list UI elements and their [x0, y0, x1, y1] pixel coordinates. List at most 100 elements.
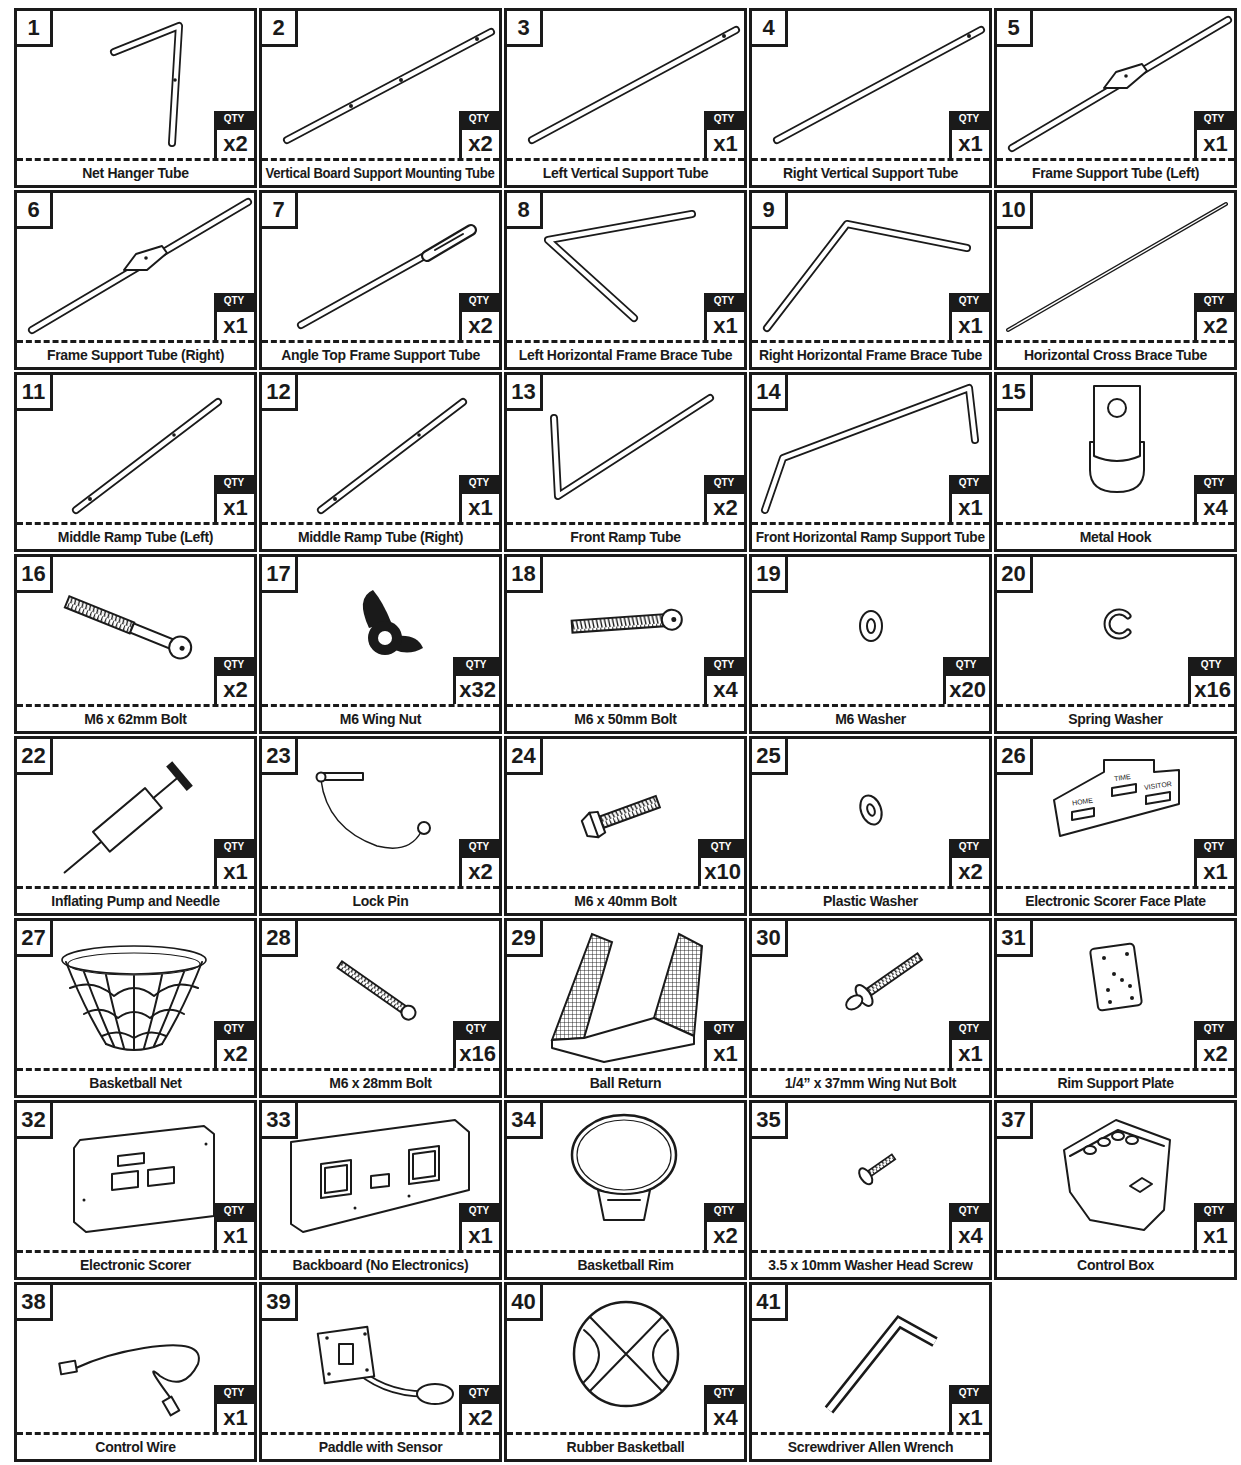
- left-horizontal-brace: [548, 214, 692, 318]
- part-name: Spring Washer: [1068, 711, 1162, 727]
- part-name: Metal Hook: [1080, 529, 1152, 545]
- allen-wrench: [829, 1322, 935, 1410]
- part-name-strip: Control Wire: [17, 1432, 254, 1459]
- part-cell: 30QTYx11/4” x 37mm Wing Nut Bolt: [749, 918, 992, 1098]
- part-cell: 11QTYx1Middle Ramp Tube (Left): [14, 372, 257, 552]
- part-name: Front Horizontal Ramp Support Tube: [756, 529, 985, 545]
- rim-support-plate: [1090, 943, 1142, 1011]
- qty-heading: QTY: [453, 657, 499, 673]
- part-name: 1/4” x 37mm Wing Nut Bolt: [785, 1075, 956, 1091]
- part-name: M6 x 62mm Bolt: [84, 711, 186, 727]
- part-cell: 38QTYx1Control Wire: [14, 1282, 257, 1462]
- part-name: Frame Support Tube (Right): [47, 347, 224, 363]
- backboard: [291, 1120, 469, 1232]
- qty-heading: QTY: [459, 1203, 499, 1219]
- part-name: Electronic Scorer Face Plate: [1025, 893, 1206, 909]
- part-name: Inflating Pump and Needle: [51, 893, 219, 909]
- qty-box: QTYx2: [214, 657, 254, 704]
- qty-heading: QTY: [214, 657, 254, 673]
- qty-heading: QTY: [949, 1203, 989, 1219]
- part-name: Backboard (No Electronics): [293, 1257, 469, 1273]
- qty-value: x1: [704, 127, 744, 158]
- callout-number: 4: [752, 11, 788, 47]
- qty-box: QTYx20: [943, 657, 989, 704]
- part-cell: 20QTYx16Spring Washer: [994, 554, 1237, 734]
- qty-box: QTYx32: [453, 657, 499, 704]
- qty-heading: QTY: [704, 1385, 744, 1401]
- qty-value: x16: [453, 1037, 499, 1068]
- part-name-strip: Net Hanger Tube: [17, 158, 254, 185]
- part-name-strip: Control Box: [997, 1250, 1234, 1277]
- part-name-strip: Spring Washer: [997, 704, 1234, 731]
- qty-value: x10: [698, 855, 744, 886]
- part-cell: 37QTYx1Control Box: [994, 1100, 1237, 1280]
- part-cell: 27QTYx2Basketball Net: [14, 918, 257, 1098]
- part-cell: 31QTYx2Rim Support Plate: [994, 918, 1237, 1098]
- callout-number: 26: [997, 739, 1033, 775]
- basketball-rim: [572, 1115, 676, 1220]
- front-ramp-support-tube: [765, 388, 975, 510]
- part-name-strip: Angle Top Frame Support Tube: [262, 340, 499, 367]
- qty-heading: QTY: [704, 475, 744, 491]
- part-name-strip: Middle Ramp Tube (Right): [262, 522, 499, 549]
- qty-heading: QTY: [943, 657, 989, 673]
- qty-value: x1: [214, 1401, 254, 1432]
- qty-box: QTYx1: [214, 839, 254, 886]
- qty-value: x1: [214, 1219, 254, 1250]
- callout-number: 11: [17, 375, 53, 411]
- callout-number: 3: [507, 11, 543, 47]
- part-name-strip: 3.5 x 10mm Washer Head Screw: [752, 1250, 989, 1277]
- part-name: Net Hanger Tube: [82, 165, 188, 181]
- qty-heading: QTY: [704, 657, 744, 673]
- qty-value: x1: [949, 309, 989, 340]
- qty-value: x2: [704, 491, 744, 522]
- callout-number: 35: [752, 1103, 788, 1139]
- callout-number: 30: [752, 921, 788, 957]
- callout-number: 6: [17, 193, 53, 229]
- qty-value: x2: [214, 127, 254, 158]
- part-cell: 24QTYx10M6 x 40mm Bolt: [504, 736, 747, 916]
- qty-box: QTYx1: [704, 293, 744, 340]
- part-cell: 35QTYx43.5 x 10mm Washer Head Screw: [749, 1100, 992, 1280]
- qty-box: QTYx16: [1188, 657, 1234, 704]
- part-cell: 40QTYx4Rubber Basketball: [504, 1282, 747, 1462]
- qty-heading: QTY: [949, 1021, 989, 1037]
- part-name: Control Wire: [95, 1439, 175, 1455]
- qty-box: QTYx10: [698, 839, 744, 886]
- part-name: Basketball Rim: [577, 1257, 673, 1273]
- qty-value: x2: [1194, 309, 1234, 340]
- callout-number: 14: [752, 375, 788, 411]
- qty-value: x1: [949, 127, 989, 158]
- callout-number: 18: [507, 557, 543, 593]
- part-name-strip: Metal Hook: [997, 522, 1234, 549]
- print-label: VISITOR: [1144, 779, 1173, 792]
- part-name: Paddle with Sensor: [319, 1439, 443, 1455]
- angle-top-tube: [301, 230, 471, 325]
- qty-heading: QTY: [459, 293, 499, 309]
- part-name: Plastic Washer: [823, 893, 918, 909]
- callout-number: 8: [507, 193, 543, 229]
- qty-box: QTYx2: [459, 293, 499, 340]
- qty-box: QTYx1: [214, 1385, 254, 1432]
- callout-number: 1: [17, 11, 53, 47]
- basketball-net: [62, 946, 206, 1050]
- part-cell: 32QTYx1Electronic Scorer: [14, 1100, 257, 1280]
- part-cell: 1QTYx2Net Hanger Tube: [14, 8, 257, 188]
- part-cell: 33QTYx1Backboard (No Electronics): [259, 1100, 502, 1280]
- qty-heading: QTY: [1194, 1021, 1234, 1037]
- part-name: Screwdriver Allen Wrench: [788, 1439, 954, 1455]
- qty-heading: QTY: [214, 1021, 254, 1037]
- part-cell: 5QTYx1Frame Support Tube (Left): [994, 8, 1237, 188]
- qty-value: x2: [704, 1219, 744, 1250]
- qty-box: QTYx2: [214, 111, 254, 158]
- net-hanger-tube: [114, 26, 179, 143]
- qty-box: QTYx1: [949, 1385, 989, 1432]
- lock-pin: [317, 773, 431, 849]
- qty-heading: QTY: [459, 111, 499, 127]
- front-ramp-tube: [554, 398, 710, 496]
- part-cell: 7QTYx2Angle Top Frame Support Tube: [259, 190, 502, 370]
- qty-value: x4: [949, 1219, 989, 1250]
- qty-box: QTYx1: [949, 111, 989, 158]
- qty-heading: QTY: [1194, 1203, 1234, 1219]
